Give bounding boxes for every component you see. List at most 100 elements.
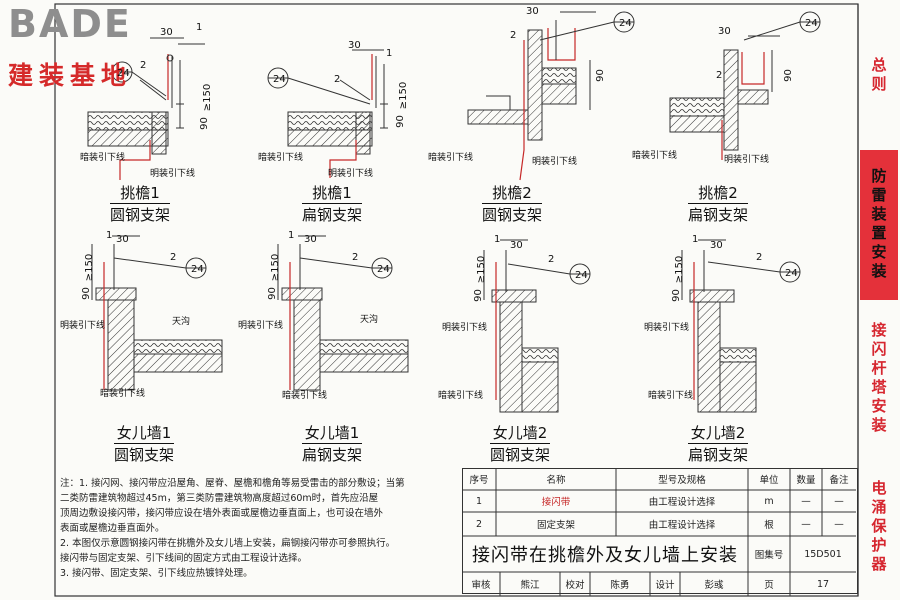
figure-eave2-round — [467, 11, 635, 181]
dim-30: 30 — [348, 40, 361, 51]
table-cell: 由工程设计选择 — [648, 520, 716, 531]
figure-subtitle: 扁钢支架 — [687, 203, 748, 225]
logo-text: BADE — [8, 2, 132, 46]
label-exposed-downlead: 明装引下线 — [328, 169, 374, 179]
table-header: 序号 — [469, 475, 489, 486]
figure-subtitle: 扁钢支架 — [301, 443, 362, 465]
table-cell: — — [834, 495, 844, 507]
note-line: 顶周边敷设接闪带，接闪带应设在墙外表面或屋檐边垂直面上，也可设在墙外 — [60, 508, 384, 519]
label-exposed-downlead: 明装引下线 — [644, 323, 690, 333]
label-concealed-downlead: 暗装引下线 — [282, 391, 328, 401]
figure-caption: 女儿墙1 扁钢支架 — [272, 423, 392, 465]
table-cell: — — [801, 518, 811, 530]
figure-subtitle: 圆钢支架 — [489, 443, 550, 465]
figure-eave1-flat — [267, 49, 388, 178]
figure-caption: 挑檐1 圆钢支架 — [80, 183, 200, 225]
table-header: 备注 — [829, 475, 849, 486]
label-exposed-downlead: 明装引下线 — [150, 169, 196, 179]
sig-reviewer: 熊江 — [520, 580, 540, 591]
figure-subtitle: 圆钢支架 — [113, 443, 174, 465]
label-exposed-downlead: 明装引下线 — [442, 323, 488, 333]
leader-2: 2 — [352, 252, 359, 263]
dim-90: 90 — [594, 69, 606, 82]
table-cell: 2 — [475, 518, 483, 530]
figure-subtitle: 圆钢支架 — [481, 203, 542, 225]
callout-24: 24 — [273, 74, 286, 85]
table-grid — [462, 468, 856, 596]
sig-check-label: 校对 — [565, 580, 585, 591]
leader-2: 2 — [334, 74, 341, 85]
table-cell: 由工程设计选择 — [648, 497, 716, 508]
dim-30: 30 — [304, 234, 317, 245]
tab-surge-protector[interactable]: 电涌保护器 — [869, 479, 888, 575]
callout-24: 24 — [117, 68, 130, 79]
leader-2: 2 — [510, 30, 517, 41]
leader-2: 2 — [716, 70, 723, 81]
note-line: 二类防雷建筑物超过45m，第三类防雷建筑物高度超过60m时，首先应沿屋 — [60, 493, 379, 504]
dim-150: ≥150 — [202, 83, 214, 112]
label-concealed-downlead: 暗装引下线 — [632, 151, 678, 161]
atlas-label: 图集号 — [754, 550, 784, 561]
label-exposed-downlead: 明装引下线 — [532, 157, 578, 167]
figure-subtitle: 扁钢支架 — [301, 203, 362, 225]
page-number: 17 — [816, 578, 830, 590]
figure-title: 女儿墙1 — [304, 424, 360, 442]
dim-90: 90 — [472, 289, 484, 302]
label-concealed-downlead: 暗装引下线 — [428, 153, 474, 163]
notes-block: 注：1. 接闪网、接闪带应沿屋角、屋脊、屋檐和檐角等易受雷击的部分敷设；当第 二… — [60, 476, 460, 581]
note-line: 注：1. 接闪网、接闪带应沿屋角、屋脊、屋檐和檐角等易受雷击的部分敷设；当第 — [60, 478, 405, 489]
tab-general[interactable]: 总则 — [869, 57, 888, 95]
leader-2: 2 — [140, 60, 147, 71]
dim-30: 30 — [710, 240, 723, 251]
sig-page-label: 页 — [764, 580, 774, 591]
dim-150: ≥150 — [476, 255, 488, 284]
materials-table — [462, 468, 858, 594]
figure-title: 女儿墙2 — [690, 424, 746, 442]
label-concealed-downlead: 暗装引下线 — [648, 391, 694, 401]
leader-2: 2 — [170, 252, 177, 263]
leader-1: 1 — [692, 234, 699, 245]
sig-checker: 陈勇 — [610, 580, 630, 591]
label-exposed-downlead: 明装引下线 — [60, 321, 106, 331]
figure-caption: 挑檐2 扁钢支架 — [658, 183, 778, 225]
figure-title: 挑檐2 — [492, 184, 532, 202]
figure-title: 挑檐1 — [312, 184, 352, 202]
leader-1: 1 — [196, 22, 203, 33]
figure-caption: 女儿墙1 圆钢支架 — [84, 423, 204, 465]
sig-design-label: 设计 — [655, 580, 675, 591]
figure-caption: 挑檐1 扁钢支架 — [272, 183, 392, 225]
note-line: 表面或屋檐边垂直面外。 — [60, 523, 165, 534]
tab-air-terminal-tower[interactable]: 接闪杆塔安装 — [869, 322, 888, 436]
figure-parapet1-flat — [277, 235, 409, 391]
dim-90: 90 — [394, 115, 406, 128]
figure-subtitle: 扁钢支架 — [687, 443, 748, 465]
figure-subtitle: 圆钢支架 — [109, 203, 170, 225]
callout-24: 24 — [619, 18, 632, 29]
note-line: 3. 接闪带、固定支架、引下线应热镀锌处理。 — [60, 568, 253, 579]
figure-parapet2-flat — [681, 239, 801, 413]
figure-parapet1-round — [91, 235, 223, 391]
dim-30: 30 — [160, 27, 173, 38]
figure-eave1-round — [87, 37, 205, 180]
leader-1: 1 — [386, 48, 393, 59]
table-header: 型号及规格 — [658, 475, 706, 486]
dim-150: ≥150 — [398, 81, 410, 110]
label-exposed-downlead: 明装引下线 — [238, 321, 284, 331]
label-gutter: 天沟 — [360, 315, 379, 325]
label-concealed-downlead: 暗装引下线 — [258, 153, 304, 163]
tab-lightning-protection[interactable]: 防雷装置安装 — [860, 150, 898, 300]
table-cell: — — [801, 495, 811, 507]
callout-24: 24 — [805, 18, 818, 29]
leader-1: 1 — [494, 234, 501, 245]
figure-eave2-flat — [669, 11, 821, 160]
label-concealed-downlead: 暗装引下线 — [438, 391, 484, 401]
table-cell: — — [834, 518, 844, 530]
dim-90: 90 — [198, 117, 210, 130]
label-exposed-downlead: 明装引下线 — [724, 155, 770, 165]
leader-1: 1 — [106, 230, 113, 241]
dim-30: 30 — [526, 6, 539, 17]
callout-24: 24 — [785, 268, 798, 279]
note-line: 2. 本图仅示意圆钢接闪带在挑檐外及女儿墙上安装，扁钢接闪带亦可参照执行。 — [60, 538, 396, 549]
figure-title: 女儿墙2 — [492, 424, 548, 442]
note-line: 接闪带与固定支架、引下线间的固定方式由工程设计选择。 — [60, 553, 308, 564]
